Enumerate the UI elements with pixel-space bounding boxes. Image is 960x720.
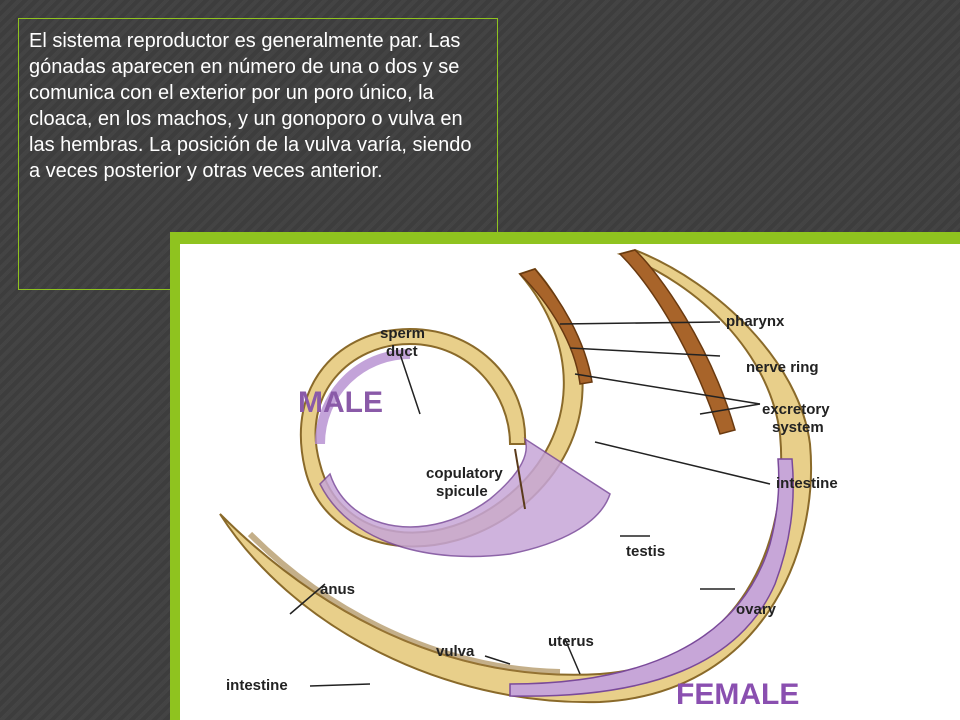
diagram-panel: sperm duct MALE copulatory spicule phary… [180, 244, 960, 720]
male-head [518, 268, 593, 385]
male-sperm-duct [315, 349, 411, 445]
female-ovary [509, 458, 794, 697]
label-sperm-1: sperm [380, 325, 425, 342]
diagram-frame: sperm duct MALE copulatory spicule phary… [170, 232, 960, 720]
description-paragraph: El sistema reproductor es generalmente p… [29, 30, 472, 182]
label-excretory-2: system [772, 419, 824, 436]
label-intestine-left: intestine [226, 677, 288, 694]
label-copulatory-1: copulatory [426, 465, 503, 482]
label-nerve-ring: nerve ring [746, 359, 819, 376]
label-uterus: uterus [548, 633, 594, 650]
female-title: FEMALE [676, 678, 799, 711]
label-pharynx: pharynx [726, 313, 785, 330]
nematode-diagram: sperm duct MALE copulatory spicule phary… [219, 248, 838, 711]
label-excretory-1: excretory [762, 401, 830, 418]
female-head [618, 249, 736, 435]
pointer-lines [289, 321, 771, 687]
label-vulva: vulva [436, 643, 475, 660]
copulatory-spicule [514, 448, 526, 510]
male-title: MALE [298, 386, 383, 419]
label-ovary: ovary [736, 601, 777, 618]
label-copulatory-2: spicule [436, 483, 488, 500]
label-anus: anus [320, 581, 355, 598]
male-testis [319, 437, 611, 558]
label-sperm-2: duct [386, 343, 418, 360]
description-text-box: El sistema reproductor es generalmente p… [18, 18, 498, 290]
female-intestine [247, 531, 561, 675]
label-testis: testis [626, 543, 665, 560]
label-intestine-right: intestine [776, 475, 838, 492]
